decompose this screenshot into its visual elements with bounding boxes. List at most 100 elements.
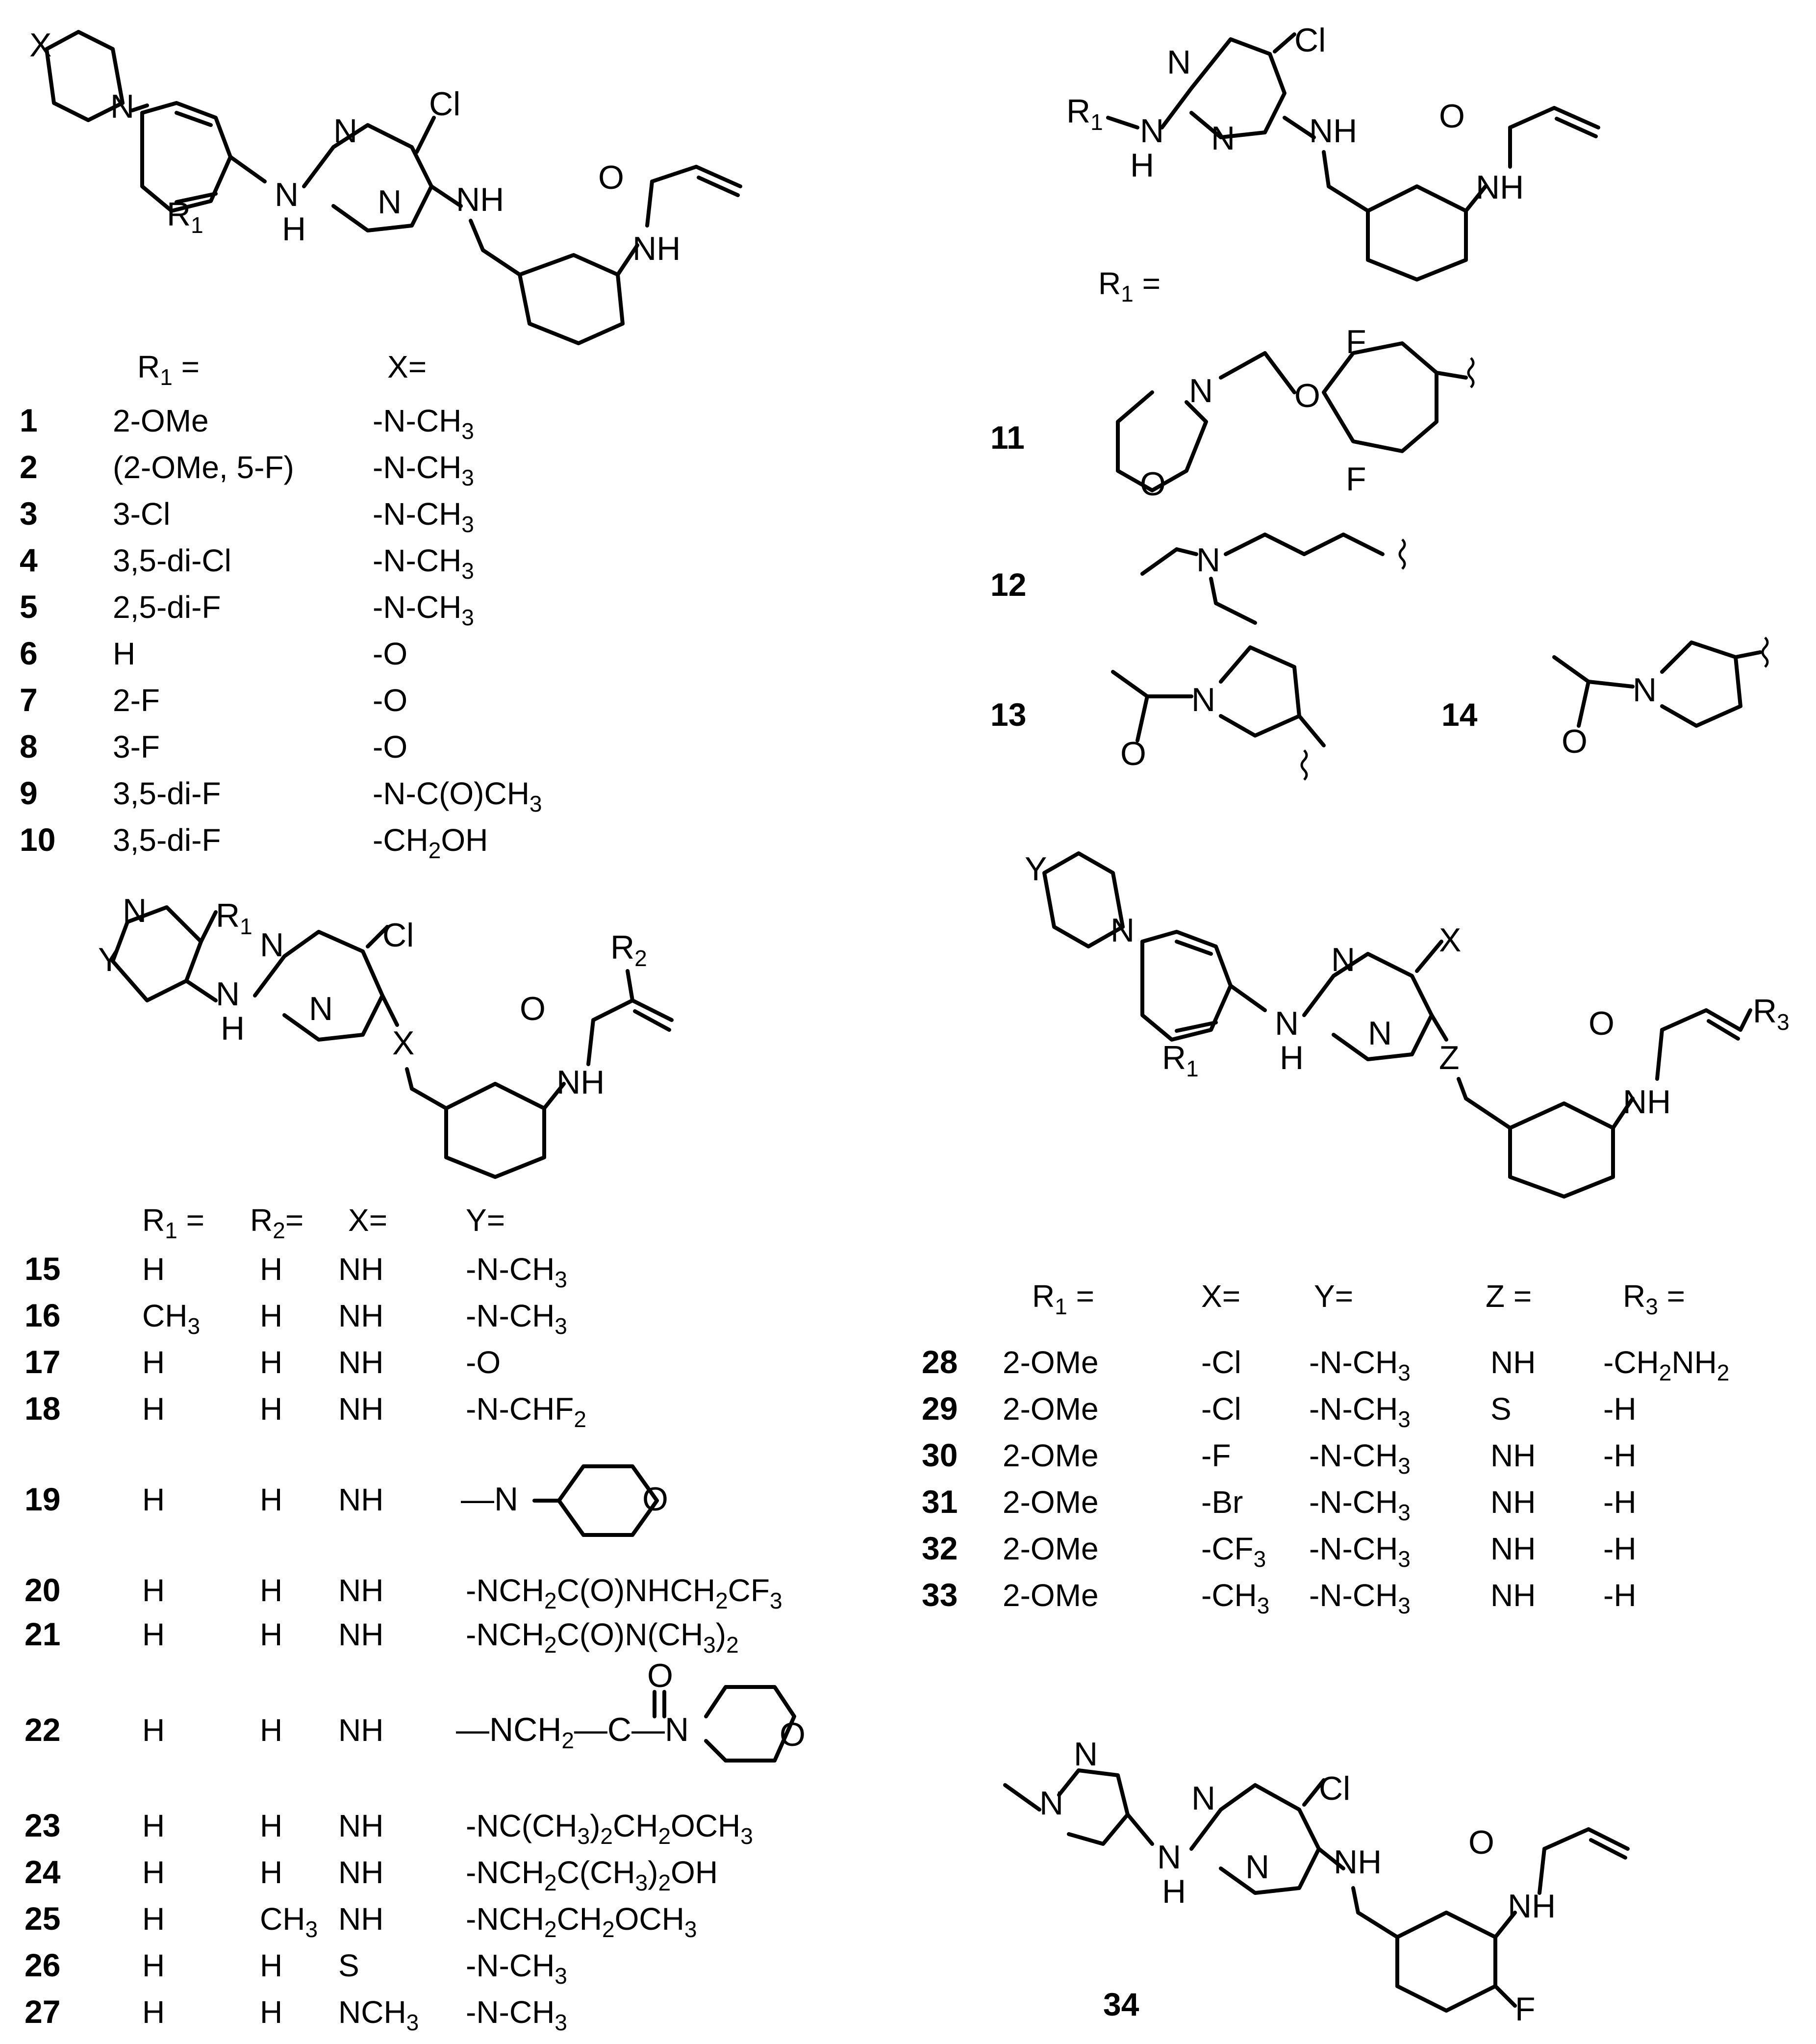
compound-number: 2: [20, 449, 38, 485]
atom-n: N: [1275, 1005, 1299, 1042]
atom-x: X: [29, 26, 51, 64]
compound-number: 9: [20, 775, 38, 811]
table-cell: -H: [1603, 1438, 1637, 1473]
table-cell: NH: [338, 1901, 383, 1937]
compound-number: 25: [25, 1900, 60, 1937]
table-cell: H: [142, 1617, 165, 1652]
atom-n: N: [378, 183, 402, 221]
table-cell: -NCH2CH2OCH3: [466, 1901, 697, 1942]
table-cell: H: [260, 1712, 282, 1748]
table-cell: NH: [1490, 1578, 1536, 1613]
compound-number: 24: [25, 1854, 61, 1890]
table-cell: H: [113, 636, 135, 671]
atom-o: O: [647, 1657, 673, 1694]
table-cell: NH: [1490, 1531, 1536, 1566]
compound-number: 11: [990, 419, 1025, 456]
atom-cl: Cl: [1294, 22, 1326, 59]
atom-h: H: [1280, 1039, 1304, 1076]
table-cell: -O: [373, 729, 407, 765]
atom-cl: Cl: [429, 85, 460, 123]
table-cell: -N-CH3: [1309, 1438, 1411, 1479]
atom-o: O: [1140, 465, 1166, 503]
table-cell: NCH3: [338, 1994, 419, 2035]
table-cell: H: [260, 1948, 282, 1983]
table-cell: -F: [1201, 1438, 1231, 1473]
table-cell: -O: [466, 1345, 501, 1380]
table-header: X=: [387, 349, 427, 384]
compound-number: 30: [922, 1437, 958, 1473]
atom-n: N: [1191, 1780, 1215, 1817]
table-cell: NH: [338, 1712, 383, 1748]
table-cell: 2-F: [113, 683, 160, 718]
structure-b: R1 N H N N Cl NH NH O R1 =: [1066, 22, 1600, 307]
table-cell: H: [142, 1391, 165, 1427]
table-header: R1 =: [142, 1202, 204, 1243]
table-cell: -N-CH3: [1309, 1578, 1411, 1618]
atom-n: N: [110, 88, 134, 125]
substituent-13: 13 O N: [990, 645, 1326, 781]
table-header: Y=: [1314, 1278, 1353, 1314]
y22-text: —NCH2—C—N: [456, 1711, 689, 1753]
atom-r1: R1: [216, 897, 252, 939]
compound-number: 14: [1441, 696, 1478, 733]
table-cell: H: [142, 1345, 165, 1380]
table-cell: NH: [338, 1252, 383, 1287]
table-cell: H: [260, 1808, 282, 1843]
compound-number: 33: [922, 1577, 958, 1613]
table-cell: -N-CHF2: [466, 1391, 586, 1432]
table-cell: S: [338, 1948, 359, 1983]
table-cell: H: [142, 1573, 165, 1608]
table-cell: -N-CH3: [373, 450, 474, 490]
table-cell: H: [142, 1948, 165, 1983]
compound-number: 27: [25, 1993, 60, 2030]
atom-f: F: [1346, 323, 1366, 360]
compound-number: 31: [922, 1483, 958, 1520]
table-cell: -NC(CH3)2CH2OCH3: [466, 1808, 753, 1849]
atom-nh: NH: [1476, 169, 1524, 206]
atom-x: X: [1439, 921, 1461, 959]
table-cell: H: [142, 1482, 165, 1517]
table-cell: -N-CH3: [466, 1994, 567, 2035]
atom-n: —N: [461, 1481, 518, 1518]
table-cell: -N-CH3: [1309, 1531, 1411, 1572]
table-cell: -N-CH3: [466, 1252, 567, 1292]
table-cell: NH: [1490, 1345, 1536, 1380]
atom-nh: NH: [1508, 1888, 1556, 1925]
compound-number: 22: [25, 1712, 60, 1748]
table-cell: 3,5-di-F: [113, 822, 221, 858]
compound-number: 4: [20, 542, 38, 578]
table-cell: -NCH2C(CH3)2OH: [466, 1855, 718, 1895]
atom-cl: Cl: [1319, 1770, 1350, 1807]
table-cell: -N-CH3: [373, 589, 474, 630]
atom-f: F: [1515, 1991, 1536, 2028]
table-cell: NH: [338, 1808, 383, 1843]
table-cell: H: [142, 1994, 165, 2030]
atom-nh: NH: [556, 1064, 605, 1101]
table-cell: 2-OMe: [1003, 1578, 1099, 1613]
atom-n: N: [1331, 941, 1355, 978]
atom-o: O: [1589, 1005, 1614, 1042]
structure-a: X N R1 N H N N Cl NH NH O: [29, 26, 742, 345]
table-cell: -N-CH3: [466, 1298, 567, 1339]
atom-n: N: [1039, 1785, 1063, 1822]
table-cell: 2-OMe: [1003, 1484, 1099, 1520]
compound-number: 6: [20, 635, 38, 671]
atom-o: O: [1439, 98, 1465, 135]
compound-number: 17: [25, 1344, 60, 1380]
table-cell: -H: [1603, 1484, 1637, 1520]
structure-d: Y N R1 N H N N X Z NH O R3: [1025, 850, 1790, 1199]
table-cell: NH: [1490, 1484, 1536, 1520]
table-cell: 3-Cl: [113, 496, 170, 532]
structure-e: N N N H N N Cl NH F NH O 34: [1003, 1736, 1630, 2028]
table-cell: -CF3: [1201, 1531, 1266, 1572]
table-cell: -Cl: [1201, 1345, 1241, 1380]
atom-nh: NH: [1309, 112, 1357, 150]
table-cell: -N-CH3: [466, 1948, 567, 1989]
compound-number: 1: [20, 402, 38, 438]
table-cell: -H: [1603, 1531, 1637, 1566]
table-cell: -Br: [1201, 1484, 1243, 1520]
atom-n: N: [1191, 681, 1215, 718]
atom-n: N: [123, 892, 147, 929]
compound-number: 32: [922, 1530, 958, 1566]
